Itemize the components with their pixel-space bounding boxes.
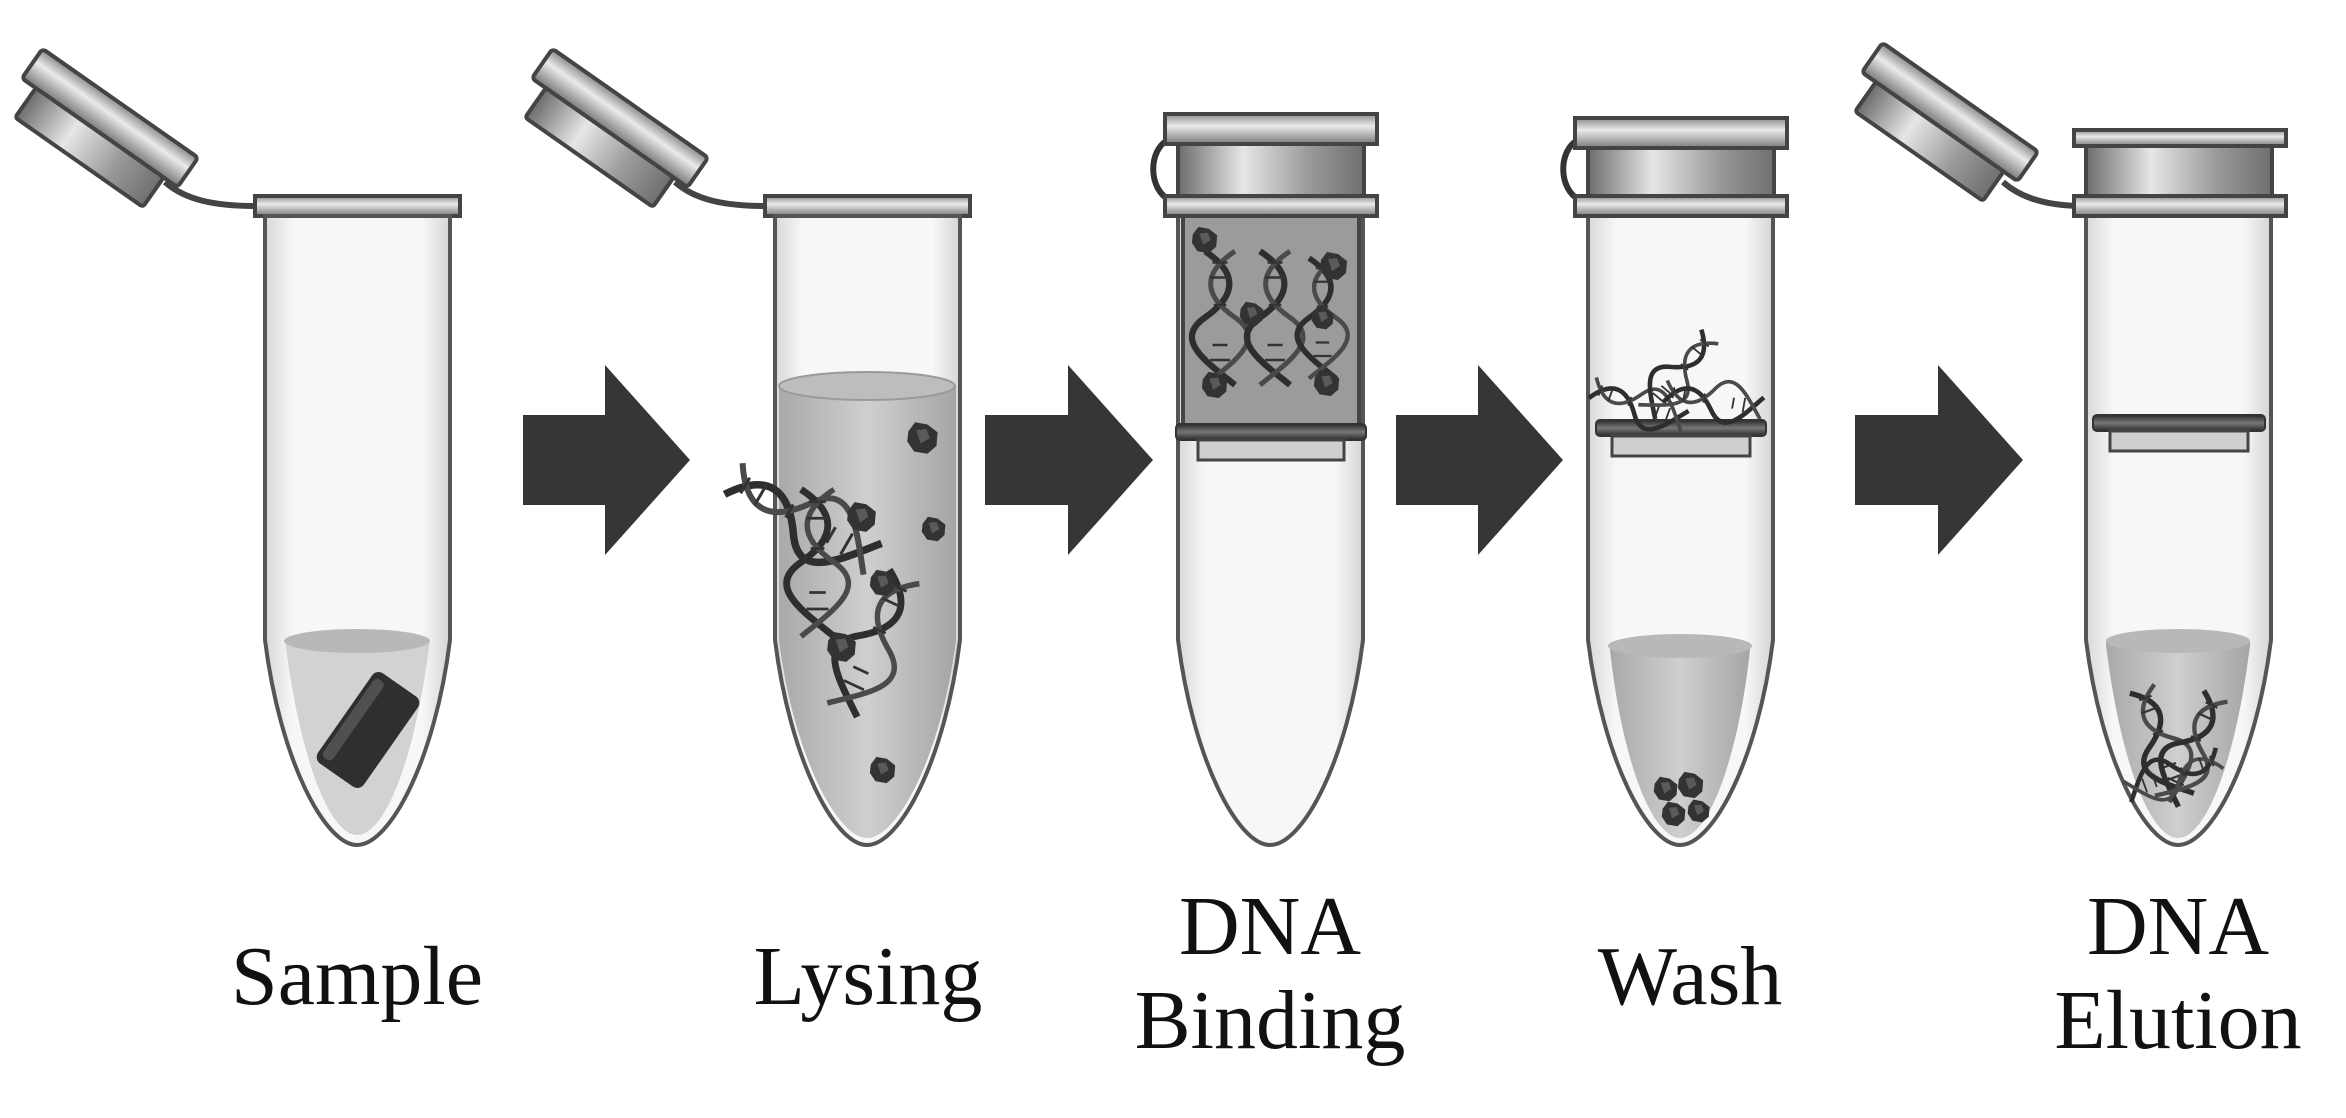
process-arrow-icon — [1396, 365, 1563, 555]
tube-lysing — [524, 48, 972, 848]
step-label-wash: Wash — [1530, 930, 1850, 1024]
tube-dna-binding — [1150, 112, 1379, 848]
tube-open-cap-icon — [1854, 42, 2084, 209]
step-label-line2: Binding — [1134, 974, 1406, 1068]
step-label-line1: DNA — [2087, 880, 2269, 973]
step-label-lysing: Lysing — [708, 930, 1028, 1024]
step-label-dna-binding: DNA Binding — [1110, 880, 1430, 1068]
tissue-sample — [316, 672, 420, 788]
tube-with-spin-column-icon — [2072, 128, 2288, 453]
tube-with-spin-column-icon — [1560, 116, 1789, 458]
process-arrow-icon — [1855, 365, 2023, 555]
tube-sample — [14, 48, 462, 848]
step-label-dna-elution: DNA Elution — [2018, 880, 2338, 1068]
tube-open-cap-icon — [14, 48, 256, 209]
step-label-line2: Elution — [2054, 974, 2302, 1068]
process-arrow-icon — [985, 365, 1153, 555]
step-label-line1: Wash — [1597, 930, 1783, 1023]
tube-wash — [1560, 116, 1789, 848]
step-label-sample: Sample — [197, 930, 517, 1024]
step-label-line1: Lysing — [753, 930, 983, 1023]
tube-with-spin-column-icon — [1150, 112, 1379, 462]
process-arrow-icon — [523, 365, 690, 555]
tube-dna-elution — [1854, 42, 2288, 848]
tube-open-cap-icon — [524, 48, 766, 209]
step-label-line1: DNA — [1179, 880, 1361, 973]
step-label-line1: Sample — [231, 930, 483, 1023]
